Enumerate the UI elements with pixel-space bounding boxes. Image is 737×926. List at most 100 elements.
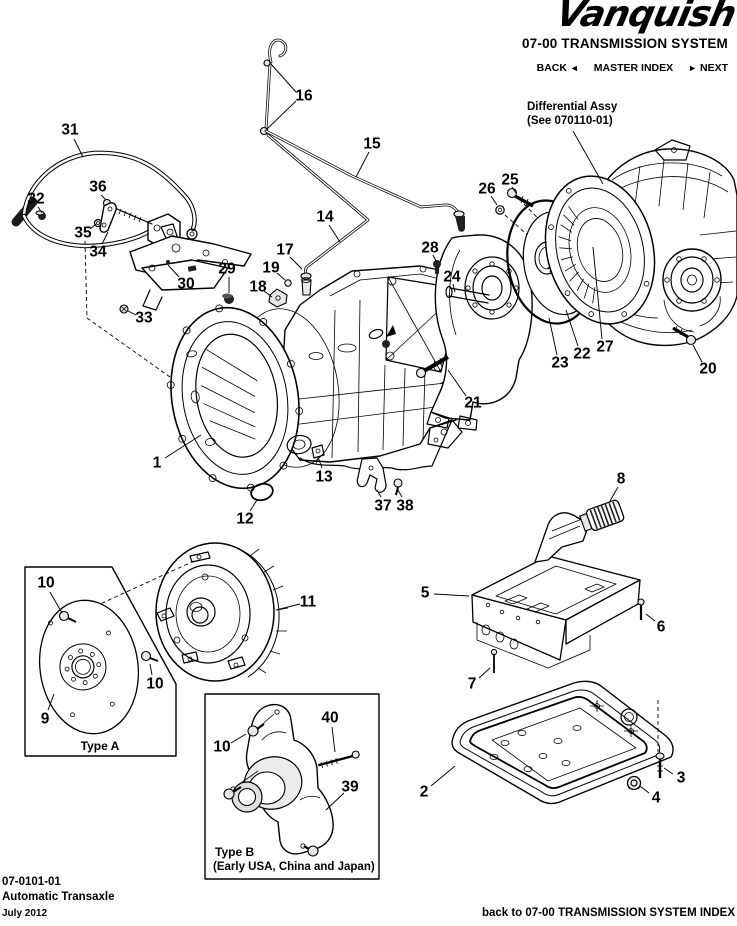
callout-10-33: 10 <box>37 575 54 592</box>
callout-8-28: 8 <box>617 471 626 488</box>
callout-leader-34-7 <box>101 231 109 245</box>
callout-leader-10-37 <box>230 733 247 744</box>
callout-leader-39-38 <box>325 792 345 811</box>
callout-32-5: 32 <box>27 191 44 208</box>
callout-25-16: 25 <box>501 172 519 189</box>
next-arrow-icon: ► <box>688 63 698 73</box>
callout-30-8: 30 <box>177 276 194 293</box>
callout-leader-25-16 <box>511 186 517 194</box>
type-b-label: Type B <box>215 845 255 859</box>
callout-leader-10-35 <box>149 663 153 676</box>
callout-21-22: 21 <box>464 395 482 412</box>
bell-housing-drawing <box>166 304 312 492</box>
callout-13-24: 13 <box>315 469 333 486</box>
nav-back-label: BACK <box>536 62 567 74</box>
fluid-pipes-drawing <box>259 38 465 296</box>
callout-7-31: 7 <box>468 676 477 693</box>
callout-leader-18-11 <box>263 290 273 298</box>
callout-leader-8-28 <box>609 486 619 502</box>
callout-leader-2-39 <box>430 765 456 787</box>
callout-leader-21-22 <box>447 369 467 397</box>
callout-29-10: 29 <box>218 261 236 278</box>
callout-22-19: 22 <box>573 346 590 363</box>
callout-leader-4-41 <box>639 785 650 794</box>
nav-back-link[interactable]: BACK ◄ <box>537 62 579 74</box>
type-b-inset-drawing <box>204 693 380 880</box>
callout-leader-40-36 <box>331 726 336 753</box>
callout-leader-17-13 <box>289 256 303 270</box>
callout-leader-5-29 <box>433 593 470 597</box>
callout-leader-9-34 <box>47 693 55 711</box>
page-title: 07-00 TRANSMISSION SYSTEM <box>521 36 728 51</box>
callout-leader-26-15 <box>490 195 498 206</box>
callout-27-20: 27 <box>596 339 613 356</box>
callout-leader-22-19 <box>565 309 579 347</box>
callout-leader-31-1 <box>73 138 84 158</box>
callout-10-35: 10 <box>146 676 163 693</box>
callout-leader-24-17 <box>452 283 456 293</box>
callout-28-14: 28 <box>421 240 439 257</box>
callout-leader-19-12 <box>276 272 286 281</box>
callout-23-18: 23 <box>551 355 569 372</box>
back-arrow-icon: ◄ <box>569 63 579 73</box>
callout-19-12: 19 <box>262 260 280 277</box>
callout-leader-13-24 <box>317 456 323 469</box>
callout-12-27: 12 <box>236 511 253 528</box>
type-b-sub-label: (Early USA, China and Japan) <box>213 861 375 873</box>
vanquish-logo: Vanquish <box>552 0 737 35</box>
callout-leader-10-33 <box>49 591 63 614</box>
callout-leader-7-31 <box>478 667 491 679</box>
callout-10-37: 10 <box>213 739 230 756</box>
callout-leader-16-0 <box>270 63 297 93</box>
callout-leader-36-4 <box>100 194 107 201</box>
differential-housing-drawing <box>495 130 737 347</box>
callout-leader-23-18 <box>548 317 558 356</box>
callout-5-29: 5 <box>421 585 430 602</box>
callout-20-21: 20 <box>699 361 716 378</box>
callout-15-2: 15 <box>363 136 381 153</box>
callout-34-7: 34 <box>89 244 107 261</box>
callout-40-36: 40 <box>321 710 338 727</box>
callout-leader-6-30 <box>645 613 656 622</box>
callout-leader-37-25 <box>376 489 382 498</box>
callout-33-9: 33 <box>135 310 153 327</box>
callout-9-34: 9 <box>41 711 50 728</box>
nav-next-label: NEXT <box>699 62 728 74</box>
callout-leader-38-26 <box>397 489 403 498</box>
differential-assy-label-line2: (See 070110-01) <box>527 114 613 127</box>
nav-master-index-label: MASTER INDEX <box>593 62 674 74</box>
doc-date: July 2012 <box>2 908 48 919</box>
callout-leader-20-21 <box>692 344 703 363</box>
differential-assy-label: Differential Assy (See 070110-01) <box>527 101 617 128</box>
callout-leader-14-3 <box>328 224 341 243</box>
nav-master-index-link[interactable]: MASTER INDEX <box>594 62 673 74</box>
oil-pan-drawing <box>451 680 674 805</box>
torque-converter-drawing <box>155 542 289 682</box>
callout-leader-28-14 <box>432 254 437 262</box>
callout-leader-32-5 <box>37 206 43 214</box>
callout-leader-35-6 <box>89 223 97 230</box>
callout-3-40: 3 <box>677 770 686 787</box>
callout-39-38: 39 <box>341 779 359 796</box>
callout-leader-1-23 <box>164 434 202 459</box>
header-nav: BACK ◄ MASTER INDEX ► NEXT <box>537 62 728 74</box>
index-back-link[interactable]: back to 07-00 TRANSMISSION SYSTEM INDEX <box>481 907 735 919</box>
extension-housing-drawing <box>415 234 533 431</box>
callout-leader-3-40 <box>663 767 674 775</box>
callout-leader-15-2 <box>355 151 370 178</box>
callout-leader-33-9 <box>127 310 137 316</box>
callout-leader-30-8 <box>167 264 180 278</box>
callout-35-6: 35 <box>74 225 92 242</box>
type-a-inset-drawing <box>24 560 195 757</box>
callout-24-17: 24 <box>443 269 461 286</box>
callout-17-13: 17 <box>276 242 293 259</box>
callout-leader-16-0 <box>266 100 297 130</box>
callout-37-25: 37 <box>374 498 391 515</box>
callout-11-32: 11 <box>300 594 317 611</box>
callout-6-30: 6 <box>657 619 666 636</box>
type-a-label: Type A <box>80 739 120 753</box>
nav-next-link[interactable]: ► NEXT <box>688 62 728 74</box>
valve-body-drawing <box>471 499 645 673</box>
